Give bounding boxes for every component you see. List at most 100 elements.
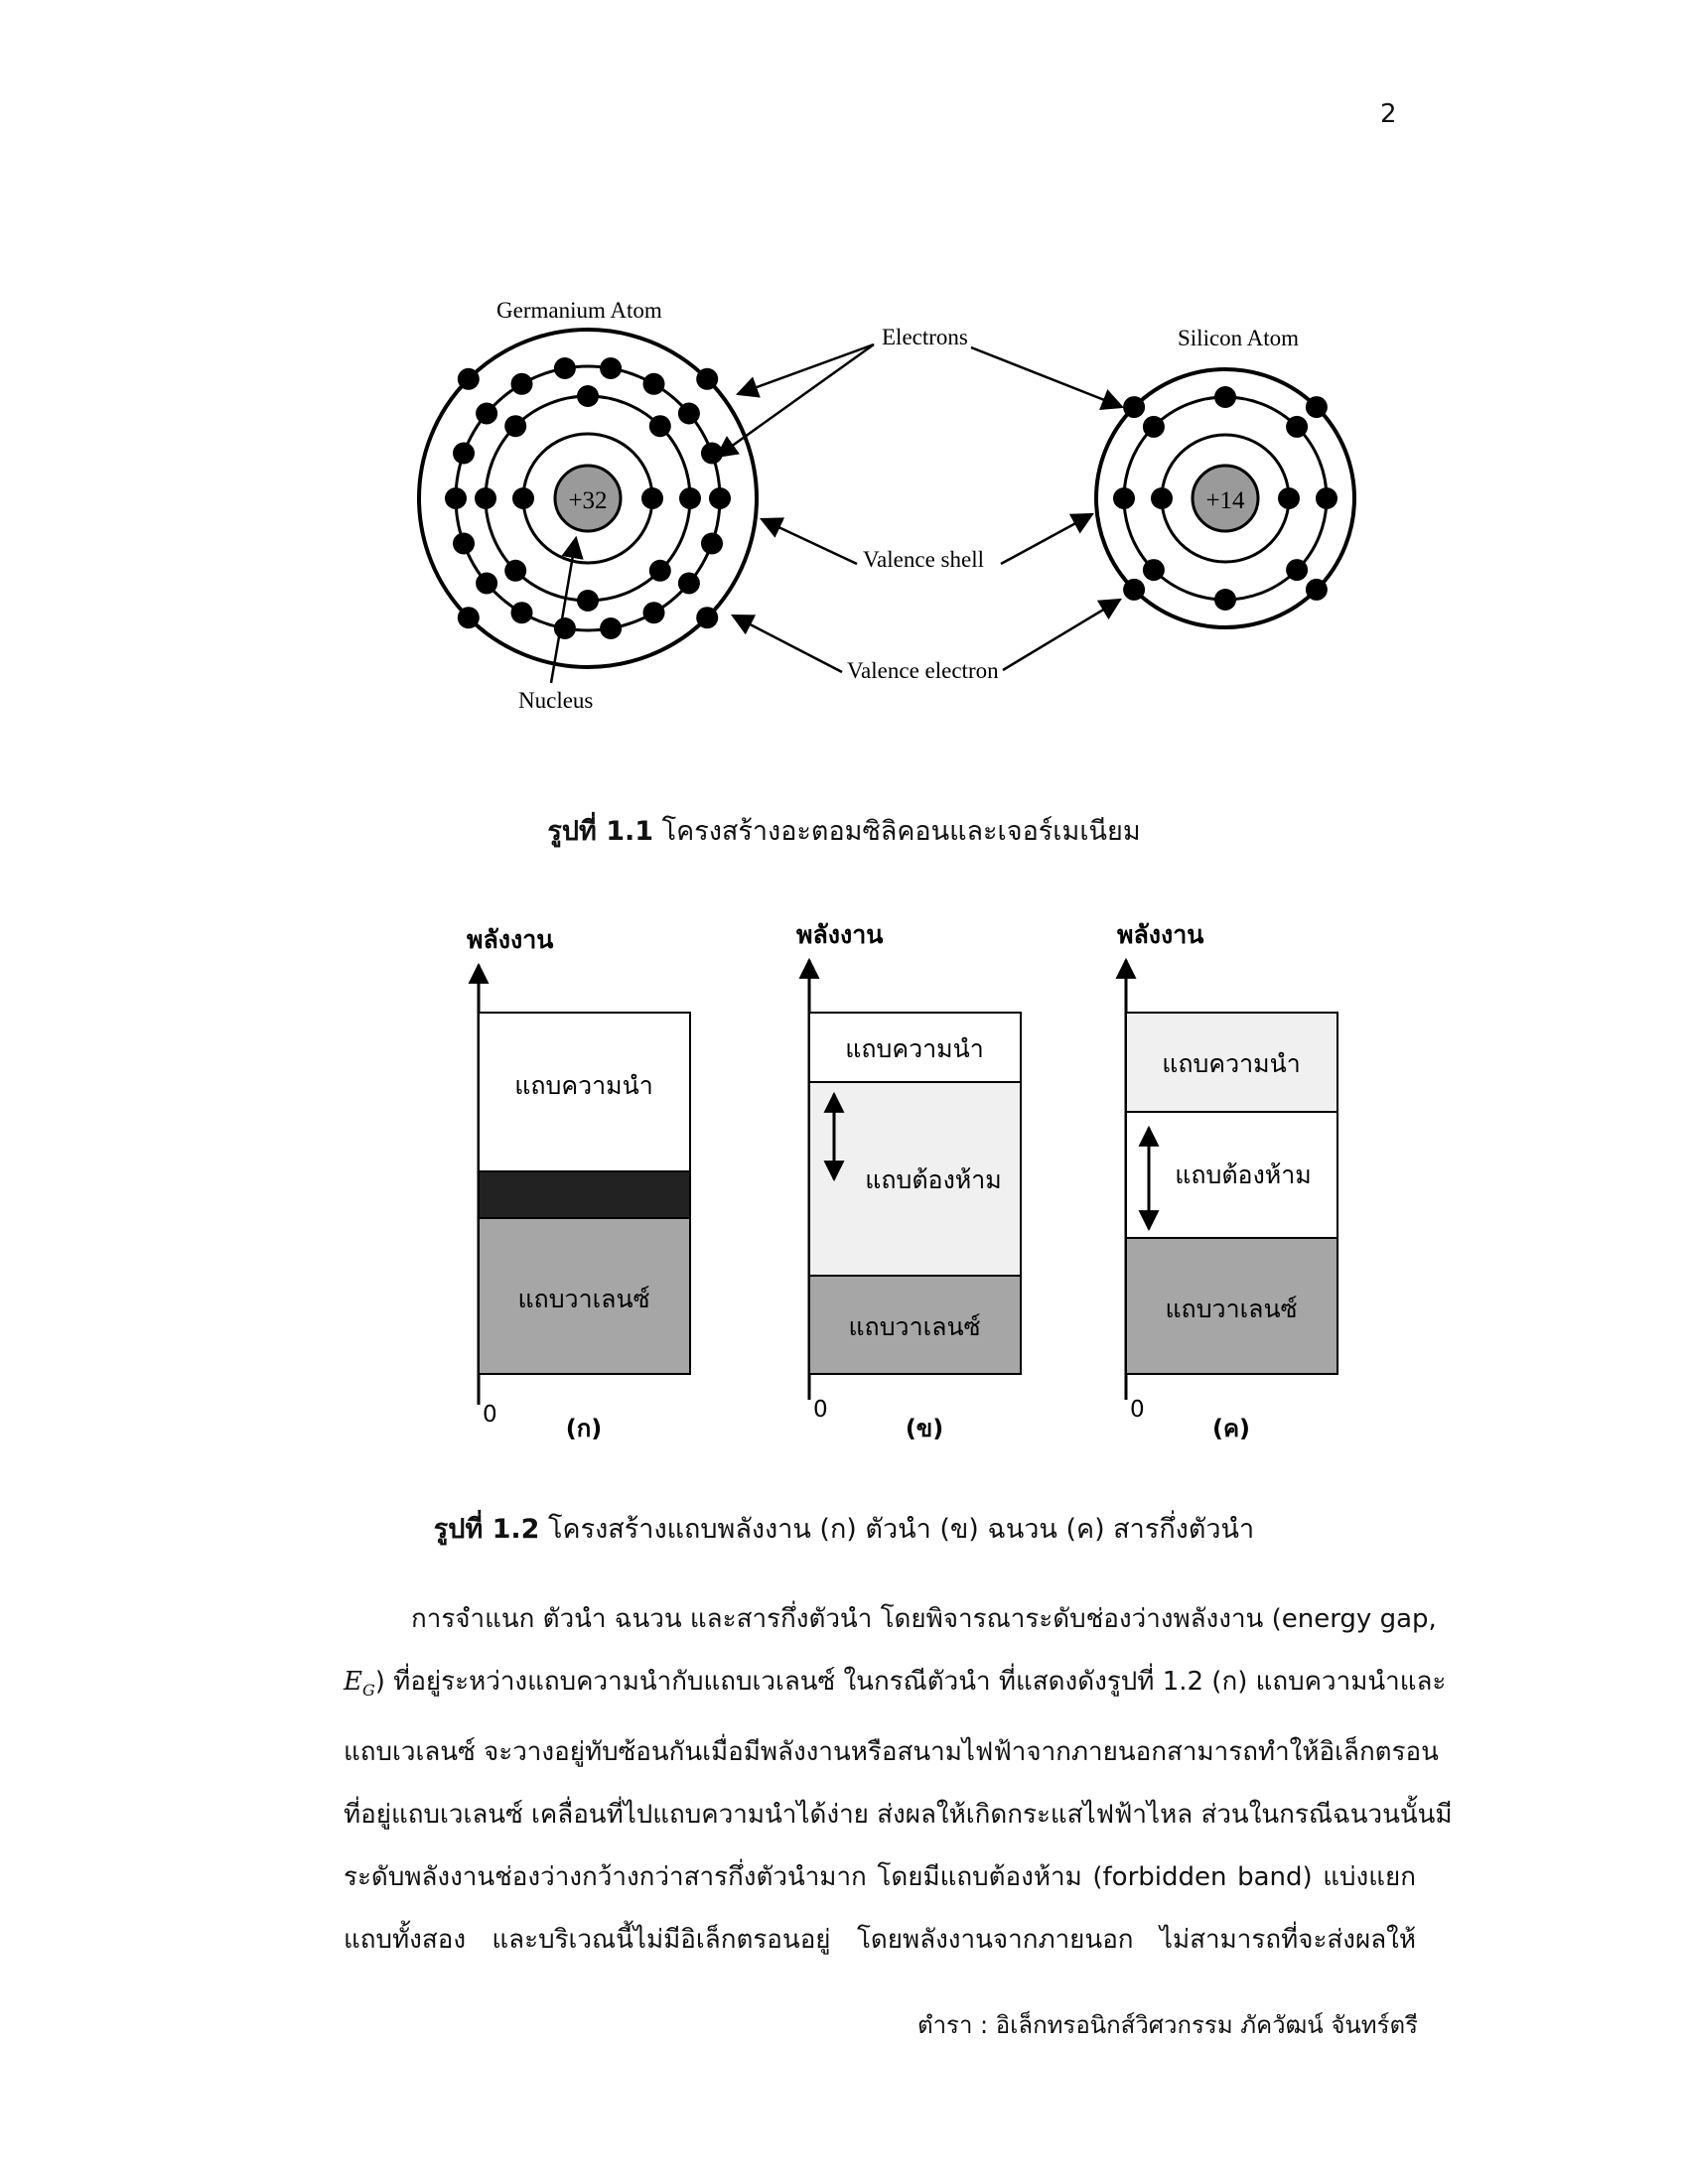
figure1-caption-text: โครงสร้างอะตอมซิลิคอนและเจอร์เมเนียม bbox=[653, 816, 1141, 847]
silicon-nucleus bbox=[1191, 464, 1260, 533]
valence-band-label: แถบวาเลนซ์ bbox=[848, 1312, 980, 1341]
atom-structure-figure: +32 +14 Germanium Atom Silicon Atom Elec… bbox=[417, 298, 1356, 713]
electron-dot bbox=[600, 617, 623, 639]
figure1-caption: รูปที่ 1.1 โครงสร้างอะตอมซิลิคอนและเจอร์… bbox=[0, 809, 1688, 852]
electron-dot bbox=[1142, 415, 1165, 438]
electron-dot bbox=[1113, 487, 1135, 509]
body-paragraph: การจำแนก ตัวนำ ฉนวน และสารกึ่งตัวนำ โดยพ… bbox=[344, 1588, 1453, 1972]
energy-gap-symbol-sub: G bbox=[361, 1681, 375, 1701]
zero-label: 0 bbox=[1130, 1397, 1145, 1423]
paragraph-line: ที่อยู่แถบเวเลนซ์ เคลื่อนที่ไปแถบความนำไ… bbox=[344, 1800, 1453, 1831]
electron-dot bbox=[577, 590, 599, 612]
panel-tag: (ค) bbox=[1212, 1415, 1250, 1442]
germanium-nucleus-charge: +32 bbox=[568, 487, 607, 514]
band-panel-semiconductor: พลังงาน แถบความนำ แถบต้องห้าม แถบวาเลนซ์… bbox=[1115, 920, 1338, 1442]
valence-electron-label: Valence electron bbox=[847, 658, 999, 683]
electron-dot bbox=[510, 602, 533, 624]
page-number: 2 bbox=[1380, 99, 1397, 129]
energy-gap-symbol: EG bbox=[344, 1667, 375, 1701]
electron-dot bbox=[648, 559, 671, 582]
figure2-caption-text: โครงสร้างแถบพลังงาน (ก) ตัวนำ (ข) ฉนวน (… bbox=[539, 1514, 1255, 1545]
electron-dot bbox=[512, 487, 534, 509]
forbidden-band-label: แถบต้องห้าม bbox=[865, 1165, 1002, 1194]
electron-dot bbox=[504, 415, 527, 438]
conduction-band bbox=[808, 1012, 1022, 1083]
band-panel-conductor: พลังงาน แถบความนำ แถบวาเลนซ์ 0 (ก) bbox=[467, 925, 691, 1442]
electron-dot bbox=[1151, 487, 1173, 509]
band-panel-insulator: พลังงาน แถบความนำ แถบต้องห้าม แถบวาเลนซ์… bbox=[796, 920, 1022, 1442]
forbidden-band bbox=[808, 1081, 1022, 1277]
figure2-caption-label: รูปที่ 1.2 bbox=[433, 1514, 540, 1545]
silicon-electrons bbox=[1113, 386, 1337, 611]
conduction-band-label: แถบความนำ bbox=[1162, 1049, 1301, 1078]
germanium-atom: +32 bbox=[417, 328, 759, 669]
electron-dot bbox=[1286, 559, 1309, 582]
electron-dot bbox=[1123, 396, 1146, 419]
valence-band-label: แถบวาเลนซ์ bbox=[517, 1285, 649, 1313]
electron-dot bbox=[457, 367, 480, 390]
electron-dot bbox=[553, 357, 576, 379]
electron-dot bbox=[1286, 415, 1309, 438]
forbidden-band bbox=[1125, 1111, 1338, 1239]
electron-dot bbox=[1305, 578, 1328, 601]
figure2-caption: รูปที่ 1.2 โครงสร้างแถบพลังงาน (ก) ตัวนำ… bbox=[0, 1507, 1688, 1550]
electron-dot bbox=[642, 372, 665, 395]
electron-dot bbox=[677, 402, 700, 425]
conduction-band bbox=[478, 1012, 691, 1172]
electron-dot bbox=[577, 385, 599, 407]
electron-dot bbox=[696, 367, 719, 390]
conduction-band bbox=[1125, 1012, 1338, 1113]
conduction-band-label: แถบความนำ bbox=[514, 1071, 653, 1100]
electron-dot bbox=[476, 572, 498, 595]
electron-dot bbox=[600, 357, 623, 379]
energy-gap-symbol-main: E bbox=[344, 1667, 362, 1697]
energy-band-figure: พลังงาน แถบความนำ แถบวาเลนซ์ 0 (ก) พลังง… bbox=[467, 920, 1338, 1442]
electron-dot bbox=[457, 607, 480, 629]
electron-dot bbox=[1214, 386, 1236, 408]
energy-axis-label: พลังงาน bbox=[1117, 920, 1203, 949]
paragraph-line: EG) ที่อยู่ระหว่างแถบความนำกับแถบเวเลนซ์… bbox=[344, 1651, 1446, 1721]
panel-tag: (ก) bbox=[566, 1415, 602, 1442]
electron-dot bbox=[504, 559, 527, 582]
germanium-atom-title: Germanium Atom bbox=[496, 298, 662, 323]
energy-axis-label: พลังงาน bbox=[796, 920, 883, 949]
energy-axis-label: พลังงาน bbox=[467, 925, 553, 954]
electron-dot bbox=[701, 442, 723, 465]
valence-band-label: แถบวาเลนซ์ bbox=[1165, 1295, 1297, 1323]
silicon-atom-title: Silicon Atom bbox=[1178, 326, 1299, 350]
electron-dot bbox=[453, 532, 475, 555]
overlap-band bbox=[478, 1170, 691, 1219]
paragraph-line: ระดับพลังงานช่องว่างกว้างกว่าสารกึ่งตัวน… bbox=[344, 1862, 1416, 1893]
electron-dot bbox=[1316, 487, 1337, 509]
electron-dot bbox=[553, 617, 576, 639]
page-footer: ตำรา : อิเล็กทรอนิกส์วิศวกรรม ภัควัฒน์ จ… bbox=[916, 2011, 1418, 2039]
figure1-caption-label: รูปที่ 1.1 bbox=[547, 816, 654, 847]
valence-band bbox=[808, 1275, 1022, 1375]
germanium-electrons bbox=[445, 357, 731, 639]
zero-label: 0 bbox=[483, 1402, 497, 1428]
silicon-atom: +14 bbox=[1094, 367, 1356, 629]
electron-dot bbox=[701, 532, 723, 555]
electron-dot bbox=[445, 487, 467, 509]
zero-label: 0 bbox=[813, 1397, 828, 1423]
electrons-label: Electrons bbox=[882, 325, 968, 349]
valence-shell-label: Valence shell bbox=[863, 547, 984, 572]
electron-dot bbox=[1123, 578, 1146, 601]
electron-dot bbox=[641, 487, 663, 509]
forbidden-band-label: แถบต้องห้าม bbox=[1175, 1160, 1312, 1189]
electron-dot bbox=[679, 487, 701, 509]
electron-dot bbox=[1305, 396, 1328, 419]
electron-dot bbox=[642, 602, 665, 624]
paragraph-line-text: ) ที่อยู่ระหว่างแถบความนำกับแถบเวเลนซ์ ใ… bbox=[374, 1667, 1447, 1697]
electron-dot bbox=[1214, 589, 1236, 611]
electron-dot bbox=[1142, 559, 1165, 582]
panel-tag: (ข) bbox=[906, 1415, 943, 1442]
conduction-band-label: แถบความนำ bbox=[845, 1034, 984, 1063]
electron-dot bbox=[648, 415, 671, 438]
silicon-nucleus-charge: +14 bbox=[1205, 487, 1245, 514]
paragraph-line: แถบเวเลนซ์ จะวางอยู่ทับซ้อนกันเมื่อมีพลั… bbox=[344, 1737, 1439, 1768]
electron-dot bbox=[510, 372, 533, 395]
germanium-nucleus bbox=[553, 464, 623, 533]
electron-dot bbox=[476, 402, 498, 425]
valence-band bbox=[478, 1217, 691, 1375]
